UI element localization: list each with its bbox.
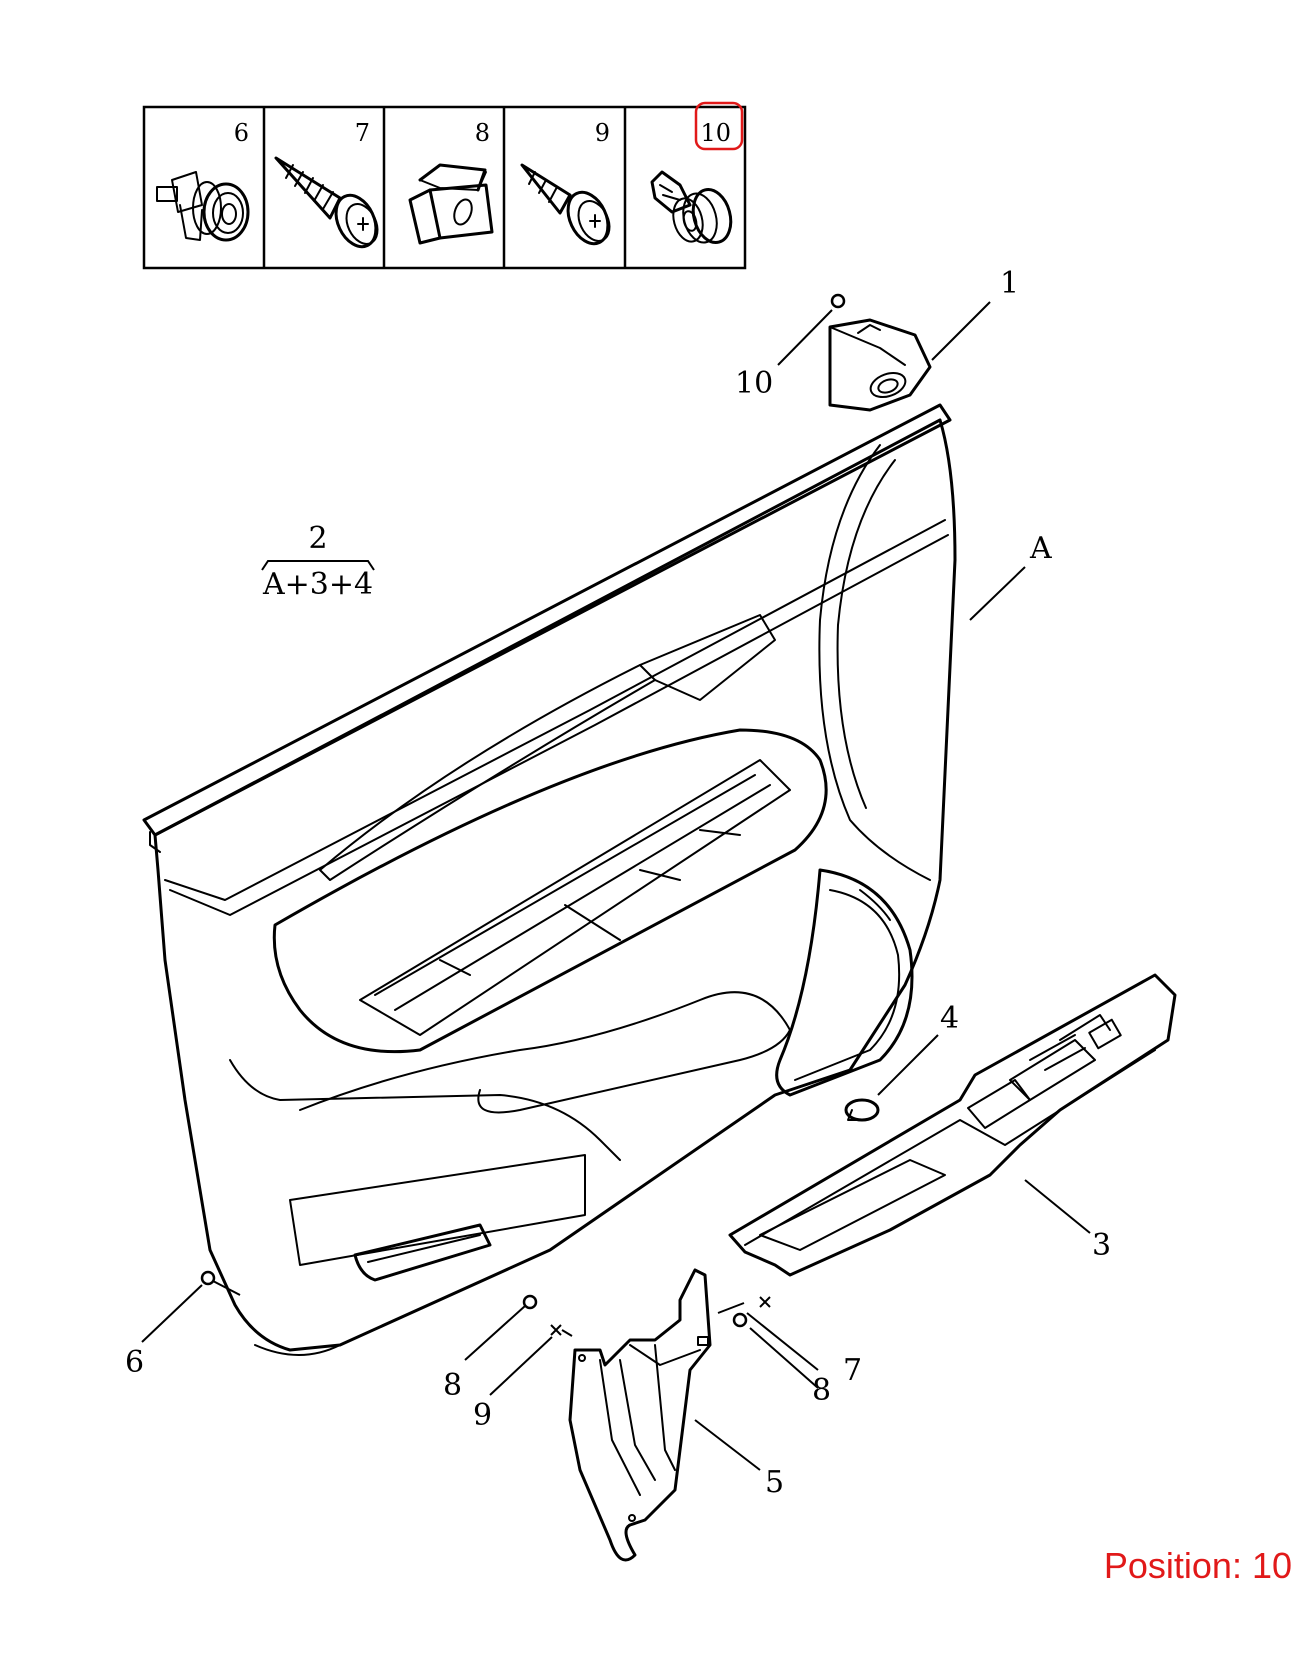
callout-A[interactable]: A — [1029, 531, 1052, 566]
callout-6[interactable]: 6 — [125, 1345, 144, 1380]
callout-labels: 1 10 2 A+3+4 A 4 3 6 8 9 7 8 5 — [125, 266, 1111, 1500]
callout-2[interactable]: 2 — [308, 521, 327, 556]
callout-10[interactable]: 10 — [735, 366, 773, 401]
part-10-clip-marker — [830, 293, 846, 309]
legend-number-9: 9 — [595, 119, 610, 147]
legend-number-7: 7 — [355, 119, 370, 147]
legend-number-8: 8 — [475, 119, 490, 147]
position-indicator: Position: 10 — [1103, 1545, 1292, 1586]
part-1-mirror-trim[interactable] — [828, 318, 932, 412]
legend-cell-10[interactable]: 10 — [650, 101, 744, 247]
part-3-switch-panel[interactable] — [728, 973, 1177, 1277]
leader-lines — [141, 301, 1091, 1471]
callout-7[interactable]: 7 — [843, 1353, 862, 1388]
callout-3[interactable]: 3 — [1092, 1228, 1111, 1263]
push-rivet-clip-icon — [156, 171, 250, 242]
square-clip-nut-icon — [408, 163, 494, 245]
fastener-legend: 6 7 — [142, 101, 747, 270]
fastener-markers — [200, 1270, 771, 1336]
callout-2-bracket — [261, 560, 375, 571]
part-4-clip[interactable] — [844, 1098, 880, 1122]
callout-2-subassembly: A+3+4 — [262, 567, 373, 602]
legend-cell-8[interactable]: 8 — [408, 119, 494, 245]
fir-tree-clip-icon — [650, 170, 733, 244]
legend-cell-7[interactable]: 7 — [274, 119, 384, 253]
tapping-screw-icon — [520, 163, 611, 246]
part-5-bracket[interactable] — [568, 1268, 712, 1562]
legend-number-6: 6 — [234, 119, 249, 147]
callout-8-left[interactable]: 8 — [443, 1368, 462, 1403]
callout-8-right[interactable]: 8 — [812, 1373, 831, 1408]
tapping-screw-icon — [274, 156, 379, 249]
door-trim-panel[interactable] — [142, 403, 957, 1356]
callout-9[interactable]: 9 — [473, 1398, 492, 1433]
callout-1[interactable]: 1 — [1000, 266, 1019, 301]
legend-number-10: 10 — [700, 119, 731, 147]
legend-cell-9[interactable]: 9 — [520, 119, 616, 250]
callout-4[interactable]: 4 — [940, 1001, 959, 1036]
legend-cell-6[interactable]: 6 — [156, 119, 250, 242]
highlight-box — [694, 101, 744, 151]
callout-5[interactable]: 5 — [765, 1465, 784, 1500]
